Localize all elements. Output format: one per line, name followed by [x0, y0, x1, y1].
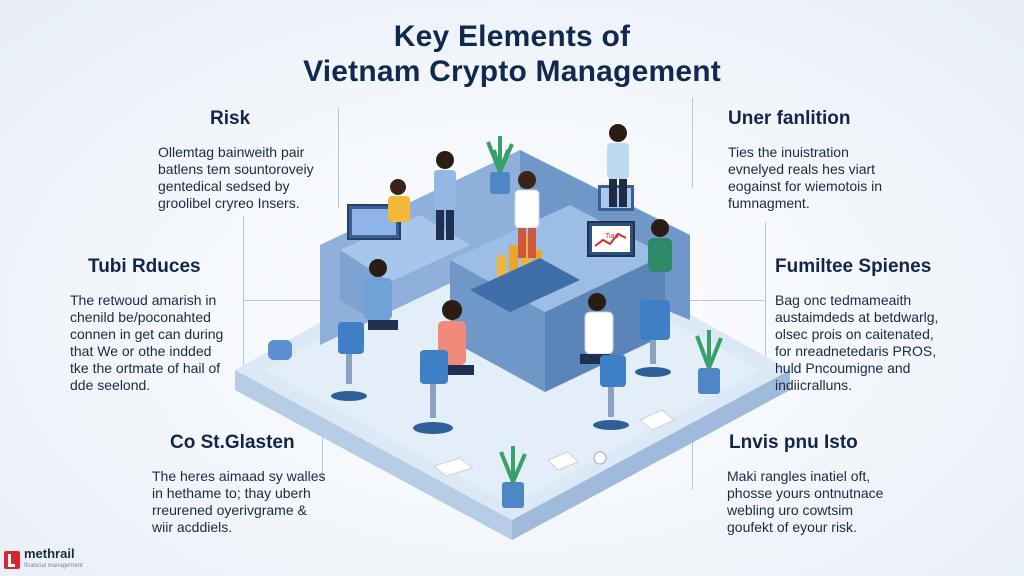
section-tubi-line: tke the ortmate of hail of: [70, 360, 221, 376]
section-uner-heading: Uner fanlition: [728, 108, 851, 129]
platform-right-side: [512, 370, 790, 540]
section-uner-body: Ties the inuistration evnelyed reals hes…: [728, 144, 938, 212]
section-costs-line: The heres aimaad sy walles: [152, 468, 326, 484]
central-desk-front-left: [450, 260, 545, 392]
brand-logo: methrail financial management: [4, 546, 83, 572]
gold-bar: [509, 245, 518, 277]
monitor-center-screen: [592, 226, 630, 252]
chair-left: [331, 322, 367, 401]
section-tubi-line: that We or othe indded: [70, 343, 212, 359]
section-lnvis-heading: Lnvis pnu Isto: [729, 432, 858, 453]
coffee-cup: [593, 451, 607, 465]
logo-tagline: financial management: [24, 563, 83, 569]
logo-name: methrail: [24, 546, 75, 561]
section-risk-line: batlens tem sountoroveiy: [158, 161, 314, 177]
title-line-1: Key Elements of: [393, 20, 631, 53]
section-fumil-line: huld Pncoumigne and: [775, 360, 911, 376]
plant-right: [695, 330, 723, 394]
section-lnvis-line: webling uro cowtsim: [727, 502, 854, 518]
coin-jar: [268, 340, 292, 360]
person-standing-back-left: [434, 151, 456, 240]
section-fumiltee-spienes: Fumiltee Spienes Bag onc tedmameaith aus…: [775, 256, 975, 394]
paper-sheet: [432, 457, 474, 477]
section-risk-line: Ollemtag bainweith pair: [158, 144, 305, 160]
section-costs-line: wiir acddiels.: [152, 519, 233, 535]
section-fumil-line: austaimdeds at betdwarlg,: [775, 309, 939, 325]
section-fumil-line: indiicralluns.: [775, 377, 853, 393]
platform-left-side: [235, 370, 512, 540]
section-lnvis-line: phosse yours ontnutnace: [727, 485, 884, 501]
paper-sheet: [639, 409, 675, 431]
section-tubi-body: The retwoud amarish in chenild be/pocona…: [70, 292, 270, 394]
section-tubi-line: The retwoud amarish in: [70, 292, 217, 308]
leader-line-fumil: [765, 222, 766, 382]
gold-bar: [497, 255, 506, 277]
section-fumil-line: for nreadnetedaris PROS,: [775, 343, 937, 359]
section-costs: Co St.Glasten The heres aimaad sy walles…: [152, 432, 352, 536]
section-uner-line: evnelyed reals hes viart: [728, 161, 876, 177]
section-uner-line: eogainst for wiemotois in: [728, 178, 883, 194]
paper-sheet: [547, 451, 579, 471]
leader-line-tubi-h: [243, 300, 353, 301]
person-seated-left-blue: [364, 259, 398, 330]
section-uner-fanlition: Uner fanlition Ties the inuistration evn…: [728, 108, 938, 212]
section-costs-line: in hethame to; thay uberh: [152, 485, 311, 501]
section-lnvis-line: goufekt of eyour risk.: [727, 519, 857, 535]
section-fumil-line: olsec prois on caitenated,: [775, 326, 934, 342]
title-line-2: Vietnam Crypto Management: [303, 55, 721, 88]
plant-back: [486, 136, 514, 194]
section-costs-line: rreurened oyerivgrame &: [152, 502, 307, 518]
section-risk: Risk Ollemtag bainweith pair batlens tem…: [158, 108, 358, 212]
leader-line-costs: [322, 420, 323, 480]
section-lnvis-pnu-isto: Lnvis pnu Isto Maki rangles inatiel oft,…: [727, 432, 927, 536]
section-uner-line: Ties the inuistration: [728, 144, 849, 160]
monitor-chart-line: [594, 232, 627, 247]
section-risk-line: gentedical sedsed by: [158, 178, 290, 194]
chair-center: [413, 350, 453, 434]
person-seated-yellow: [388, 179, 410, 222]
logo-wordmark: methrail financial management: [24, 546, 83, 572]
person-seated-green: [648, 219, 672, 272]
section-risk-heading: Risk: [210, 108, 251, 129]
section-fumil-body: Bag onc tedmameaith austaimdeds at betdw…: [775, 292, 975, 394]
chair-front-right: [593, 355, 629, 430]
section-lnvis-body: Maki rangles inatiel oft, phosse yours o…: [727, 468, 927, 536]
section-risk-line: groolibel cryreo Insers.: [158, 195, 300, 211]
section-uner-line: fumnagment.: [728, 195, 810, 211]
desk-screen: [470, 258, 580, 312]
leader-line-uner: [692, 98, 693, 188]
section-tubi-heading: Tubi Rduces: [88, 256, 201, 277]
section-tubi-line: dde seelond.: [70, 377, 151, 393]
leader-line-fumil-h: [680, 300, 765, 301]
section-costs-heading: Co St.Glasten: [170, 432, 295, 453]
chair-right: [635, 300, 671, 377]
section-tubi-line: connen in get can during: [70, 326, 224, 342]
section-tubi-rduces: Tubi Rduces The retwoud amarish in cheni…: [70, 256, 270, 394]
person-standing-white: [514, 171, 540, 258]
monitor-text: Tiaa: [605, 233, 618, 240]
leader-line-tubi: [243, 216, 244, 376]
section-fumil-line: Bag onc tedmameaith: [775, 292, 912, 308]
leader-line-risk: [338, 108, 339, 208]
section-costs-body: The heres aimaad sy walles in hethame to…: [152, 468, 352, 536]
section-tubi-line: chenild be/poconahted: [70, 309, 211, 325]
section-lnvis-line: Maki rangles inatiel oft,: [727, 468, 871, 484]
plant-front: [499, 446, 527, 508]
person-standing-back-right: [607, 124, 629, 207]
section-risk-body: Ollemtag bainweith pair batlens tem soun…: [158, 144, 358, 212]
person-seated-right-white: [580, 293, 614, 364]
section-fumil-heading: Fumiltee Spienes: [775, 256, 932, 277]
logo-icon: [4, 551, 20, 569]
leader-line-lnvis: [692, 420, 693, 490]
